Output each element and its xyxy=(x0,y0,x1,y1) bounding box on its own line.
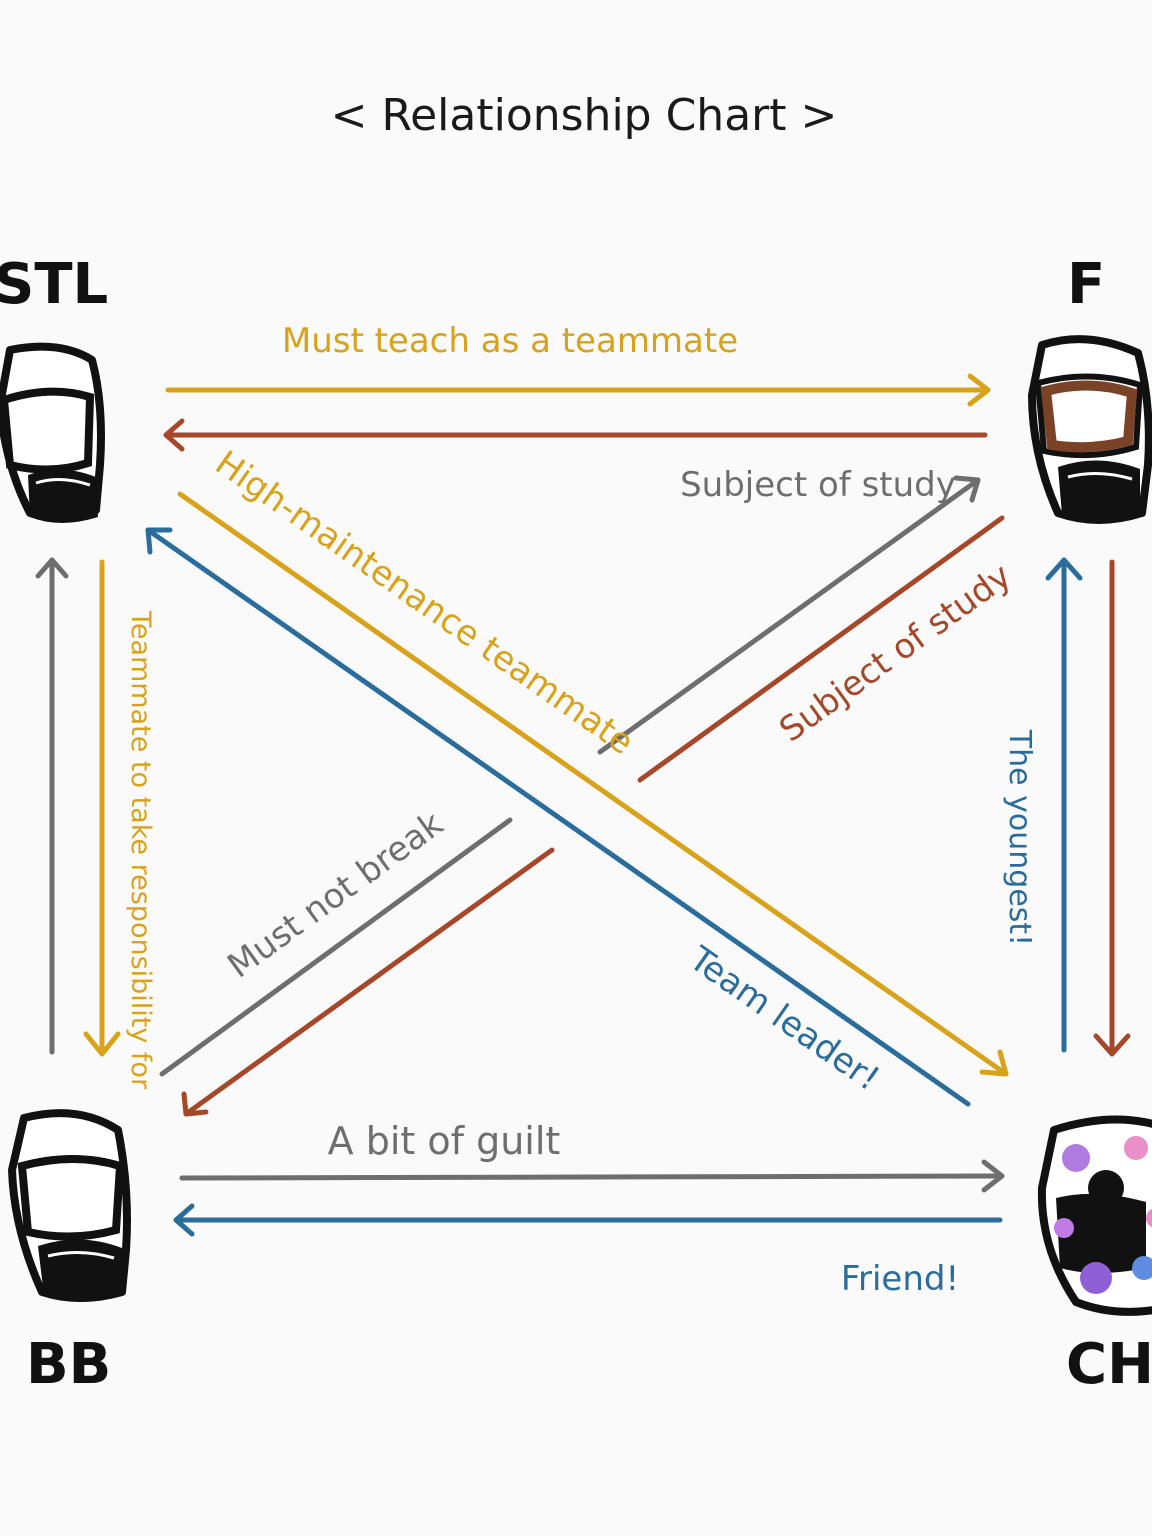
arrow-stl-to-ch xyxy=(177,491,1009,1077)
label-bb-to-f: Subject of study xyxy=(680,465,956,505)
node-label-f: F xyxy=(1067,252,1105,317)
label-ch-to-stl: Team leader! xyxy=(681,938,887,1099)
arrow-f-to-stl xyxy=(163,418,988,452)
arrow-bb-to-stl xyxy=(35,557,69,1055)
label-bb-to-mid: Must not break xyxy=(220,804,450,987)
arrow-f-to-bb-lower xyxy=(181,847,555,1117)
node-label-ch: CH xyxy=(1066,1332,1152,1397)
arrow-ch-to-stl xyxy=(145,527,971,1107)
arrow-f-to-bb-upper xyxy=(637,515,1005,783)
node-label-stl: STL xyxy=(0,252,108,317)
chart-title: < Relationship Chart > xyxy=(331,90,838,141)
arrow-ch-to-f xyxy=(1045,557,1083,1053)
label-ch-to-f: The youngest! xyxy=(1002,729,1037,946)
bb-helmet-icon xyxy=(8,1109,131,1302)
arrow-bb-to-ch xyxy=(179,1159,1005,1193)
stl-helmet-icon xyxy=(0,342,105,523)
arrow-stl-to-f xyxy=(165,373,991,407)
label-stl-to-f: Must teach as a teammate xyxy=(282,321,738,361)
arrow-ch-to-bb xyxy=(173,1203,1003,1237)
label-stl-to-ch: High-maintenance teammate xyxy=(208,443,641,763)
f-helmet-icon xyxy=(1028,335,1152,524)
label-bb-to-ch: A bit of guilt xyxy=(328,1119,561,1163)
arrow-bb-to-mid xyxy=(159,817,513,1077)
ch-helmet-icon xyxy=(1037,1115,1152,1316)
arrow-f-to-ch xyxy=(1093,559,1131,1057)
label-ch-to-bb: Friend! xyxy=(841,1259,959,1299)
label-stl-to-bb: Teammate to take responsibility for xyxy=(125,610,156,1090)
label-f-to-bb: Subject of study xyxy=(772,556,1019,750)
node-label-bb: BB xyxy=(26,1332,111,1397)
arrow-stl-to-bb xyxy=(83,559,121,1057)
arrow-bb-to-f xyxy=(597,475,981,755)
